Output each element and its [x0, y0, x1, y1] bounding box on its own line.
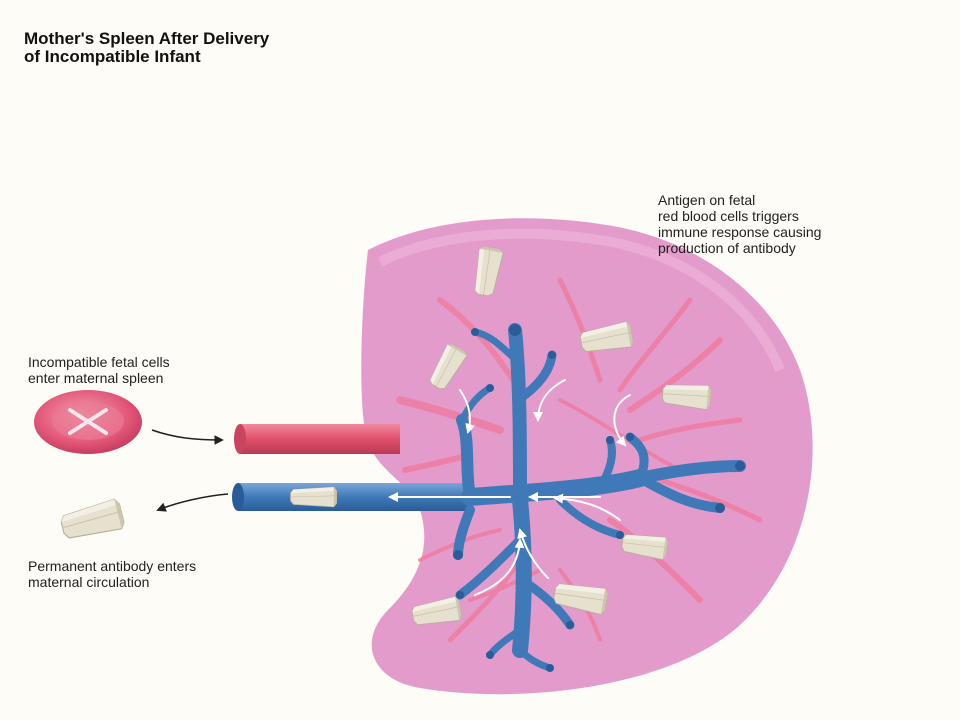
antigen-label: Antigen on fetal red blood cells trigger…	[658, 192, 821, 256]
fetal-cells-label: Incompatible fetal cells enter maternal …	[28, 354, 170, 386]
antibody-label-line: Permanent antibody enters	[28, 558, 197, 574]
arrow-to-antibody	[156, 493, 229, 512]
free-antibody-icon	[58, 497, 126, 544]
antibody-label-line: maternal circulation	[28, 574, 150, 590]
fetal-cells-label-line: Incompatible fetal cells	[28, 354, 170, 370]
antigen-label-line: immune response causing	[658, 224, 822, 240]
fetal-cells-label-line: enter maternal spleen	[28, 370, 164, 386]
spleen-organ	[361, 218, 813, 695]
antigen-label-line: production of antibody	[658, 240, 796, 256]
fetal-red-cell-icon	[34, 390, 142, 454]
antibody-in-vein	[290, 486, 338, 508]
arrow-to-artery	[151, 429, 224, 445]
flow-arrows	[388, 379, 631, 596]
antigen-label-line: Antigen on fetal	[658, 192, 756, 208]
page-title: Mother's Spleen After Delivery of Incomp…	[24, 30, 269, 66]
antigen-label-line: red blood cells triggers	[658, 208, 799, 224]
splenic-vein	[232, 323, 746, 672]
splenic-artery	[236, 424, 400, 454]
title-line-1: Mother's Spleen After Delivery	[24, 29, 270, 48]
antibody-label: Permanent antibody enters maternal circu…	[28, 558, 196, 590]
title-line-2: of Incompatible Infant	[24, 47, 201, 66]
